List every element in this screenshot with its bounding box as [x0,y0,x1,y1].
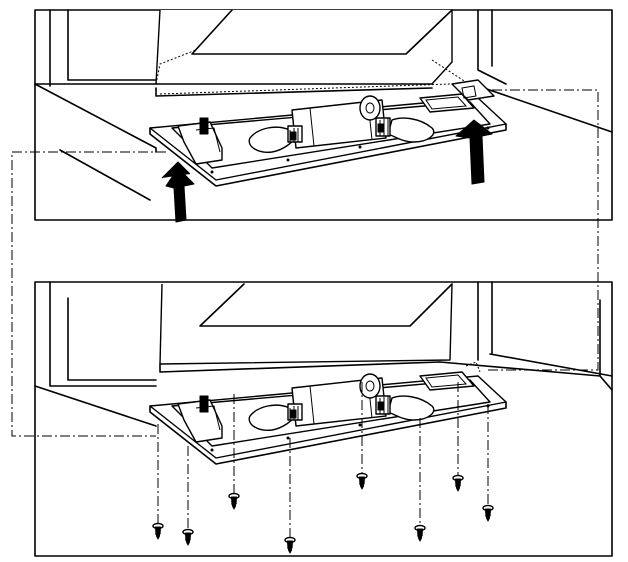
mounting-screws [152,382,494,554]
bottom-panel-after-mounting [34,281,613,557]
connector-lines [11,89,599,437]
up-arrow-right [455,119,493,185]
top-panel-before-removal [34,9,613,223]
